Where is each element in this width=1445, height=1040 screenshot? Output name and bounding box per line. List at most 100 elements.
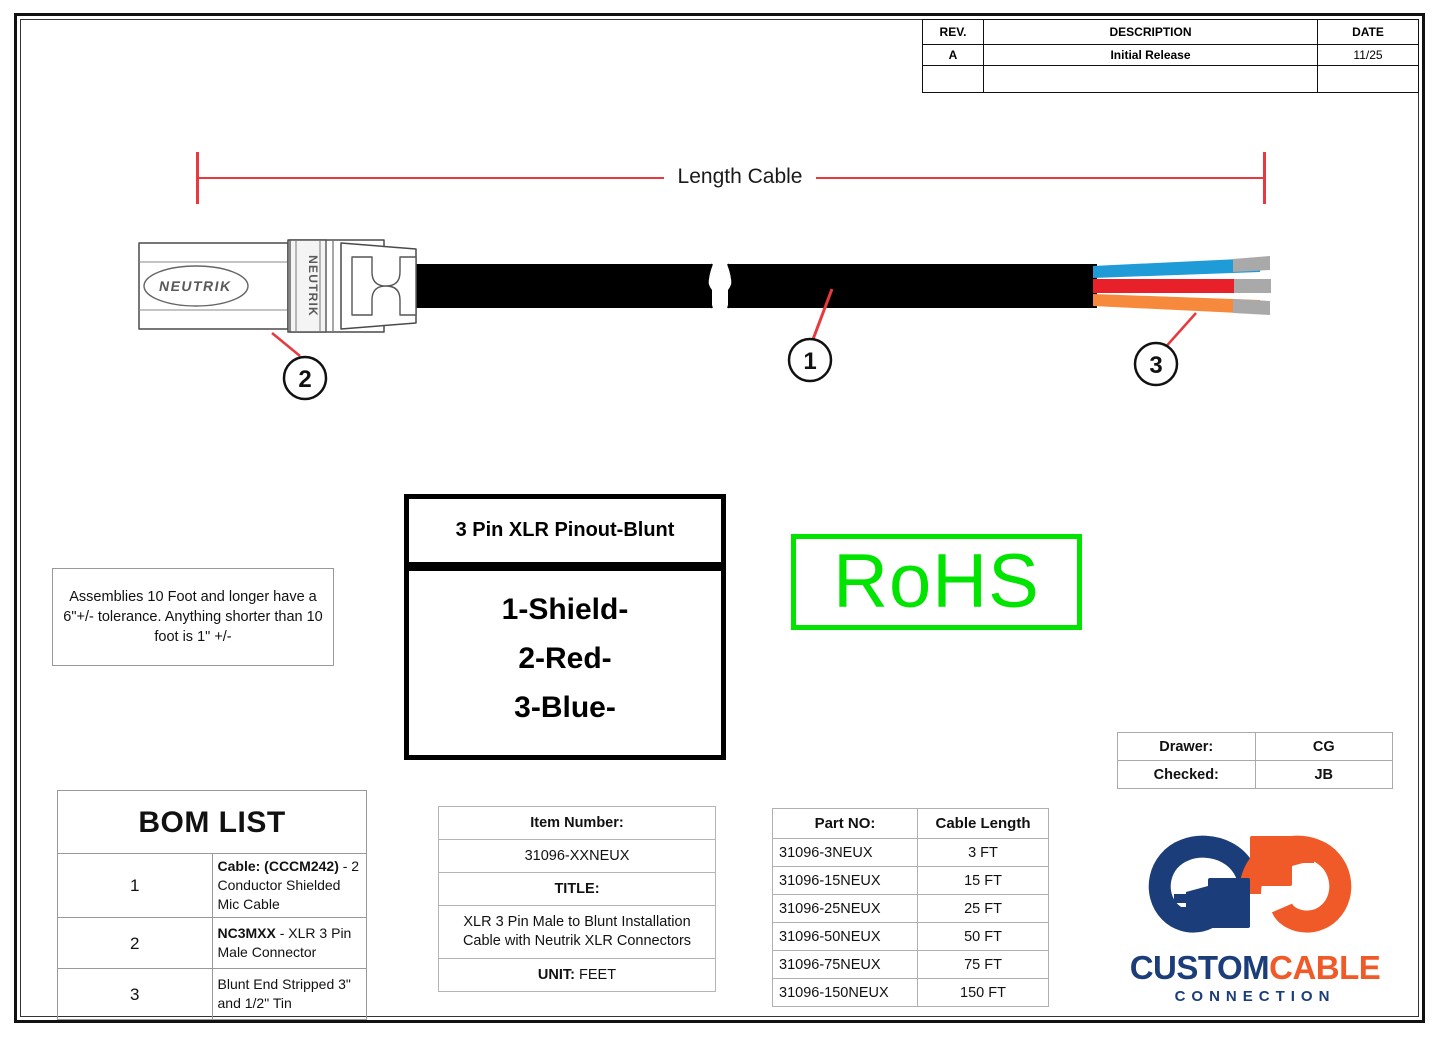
table-row: 1 Cable: (CCCM242) - 2 Conductor Shielde… — [57, 853, 367, 918]
checked-label: Checked: — [1117, 760, 1256, 789]
revision-header-rev: REV. — [922, 19, 984, 45]
dimension-label: Length Cable — [677, 165, 803, 188]
table-row: Checked: JB — [1117, 760, 1393, 789]
table-row: 3 Blunt End Stripped 3" and 1/2" Tin — [57, 968, 367, 1020]
table-row: 31096-15NEUX 15 FT — [772, 866, 1049, 895]
tolerance-note: Assemblies 10 Foot and longer have a 6"+… — [52, 568, 334, 666]
table-row: BOM LIST — [57, 790, 367, 854]
part-length-2: 25 FT — [917, 894, 1049, 923]
logo-plug-blue — [1174, 878, 1250, 928]
table-row: Part NO: Cable Length — [772, 808, 1049, 839]
sheet-border-outer — [14, 13, 1425, 1023]
logo-word-cable: CABLE — [1269, 949, 1381, 986]
pinout-line-2: 2-Red- — [518, 642, 612, 675]
rohs-badge: RoHS — [791, 534, 1082, 630]
wire-red-tip — [1234, 279, 1271, 293]
table-row: UNIT: FEET — [438, 958, 716, 992]
part-number-3: 31096-50NEUX — [772, 922, 918, 951]
signoff-table: Drawer: CG Checked: JB — [1117, 732, 1393, 789]
bom-index-1: 1 — [57, 853, 213, 918]
leader-line-3 — [1162, 312, 1197, 351]
table-row: 2 NC3MXX - XLR 3 Pin Male Connector — [57, 917, 367, 969]
logo-word-custom: CUSTOM — [1129, 949, 1270, 986]
bom-part-bold-1: Cable: (CCCM242) — [217, 858, 339, 874]
neutrik-oval-badge — [143, 265, 249, 307]
dimension-line-left — [198, 177, 664, 179]
logo-tagline: CONNECTION — [1174, 988, 1336, 1005]
logo-plug-orange — [1250, 836, 1314, 886]
part-length-1: 15 FT — [917, 866, 1049, 895]
part-number-0: 31096-3NEUX — [772, 838, 918, 867]
part-header-length: Cable Length — [917, 808, 1049, 839]
revision-cell-date-empty — [1317, 65, 1419, 93]
bom-index-2: 2 — [57, 917, 213, 969]
cable-break-symbol — [706, 263, 734, 309]
table-row: 31096-XXNEUX — [438, 839, 716, 873]
table-row: Drawer: CG — [1117, 732, 1393, 761]
neutrik-brand-text: NEUTRIK — [158, 278, 233, 294]
part-number-2: 31096-25NEUX — [772, 894, 918, 923]
revision-header-row: REV. DESCRIPTION DATE — [922, 19, 1419, 45]
length-dimension: Length Cable — [196, 152, 1266, 206]
bom-title: BOM LIST — [57, 790, 367, 854]
leader-line-1 — [810, 288, 834, 343]
balloon-callout-3: 3 — [1133, 341, 1179, 387]
pinout-line-1: 1-Shield- — [501, 593, 629, 626]
bom-part-bold-2: NC3MXX — [217, 925, 276, 941]
bom-description-1: Cable: (CCCM242) - 2 Conductor Shielded … — [211, 853, 367, 918]
table-row: 31096-25NEUX 25 FT — [772, 894, 1049, 923]
item-title-block: Item Number: 31096-XXNEUX TITLE: XLR 3 P… — [438, 806, 716, 992]
wire-red — [1093, 279, 1262, 293]
drawer-value: CG — [1254, 732, 1393, 761]
wire-shield-tip — [1233, 299, 1270, 315]
connector-latch-cutout — [351, 256, 417, 316]
part-length-3: 50 FT — [917, 922, 1049, 951]
logo-wordmark: CUSTOMCABLE — [1100, 950, 1410, 986]
part-length-0: 3 FT — [917, 838, 1049, 867]
revision-header-date: DATE — [1317, 19, 1419, 45]
table-row: 31096-3NEUX 3 FT — [772, 838, 1049, 867]
blunt-end-wires — [1093, 256, 1271, 315]
pinout-title: 3 Pin XLR Pinout-Blunt — [409, 499, 721, 571]
revision-table: REV. DESCRIPTION DATE A Initial Release … — [922, 19, 1419, 93]
unit-label: UNIT: — [537, 966, 575, 983]
svg-text:1: 1 — [803, 348, 816, 375]
part-number-4: 31096-75NEUX — [772, 950, 918, 979]
part-header-number: Part NO: — [772, 808, 918, 839]
bom-table: BOM LIST 1 Cable: (CCCM242) - 2 Conducto… — [57, 790, 367, 1020]
revision-cell-rev-empty — [922, 65, 984, 93]
part-length-5: 150 FT — [917, 978, 1049, 1007]
wire-blue-tip — [1233, 256, 1270, 272]
cable-jacket — [415, 264, 1097, 308]
dimension-tick-left — [196, 152, 199, 204]
part-number-1: 31096-15NEUX — [772, 866, 918, 895]
wire-blue — [1093, 258, 1260, 278]
table-row: TITLE: — [438, 872, 716, 906]
revision-header-description: DESCRIPTION — [983, 19, 1318, 45]
bom-part-rest-3: Blunt End Stripped 3" and 1/2" Tin — [217, 976, 351, 1011]
cable-assembly-drawing: NEUTRIK NEUTRIK 2 1 3 — [138, 239, 1271, 401]
balloon-callout-2: 2 — [282, 355, 328, 401]
balloon-callout-1: 1 — [787, 337, 833, 383]
drawer-label: Drawer: — [1117, 732, 1256, 761]
svg-text:3: 3 — [1149, 352, 1162, 379]
title-label: TITLE: — [438, 872, 716, 906]
unit-value: FEET — [579, 966, 617, 983]
table-row: A Initial Release 11/25 — [922, 44, 1419, 66]
bom-description-3: Blunt End Stripped 3" and 1/2" Tin — [211, 968, 367, 1020]
checked-value: JB — [1254, 760, 1393, 789]
sheet-border-inner — [20, 19, 1419, 1017]
table-row: 31096-50NEUX 50 FT — [772, 922, 1049, 951]
part-number-5: 31096-150NEUX — [772, 978, 918, 1007]
item-number-label: Item Number: — [438, 806, 716, 840]
table-row — [922, 65, 1419, 93]
dimension-tick-right — [1263, 152, 1266, 204]
bom-description-2: NC3MXX - XLR 3 Pin Male Connector — [211, 917, 367, 969]
svg-text:2: 2 — [298, 366, 311, 393]
bom-index-3: 3 — [57, 968, 213, 1020]
neutrik-collar-text: NEUTRIK — [306, 255, 320, 317]
table-row: 31096-150NEUX 150 FT — [772, 978, 1049, 1007]
bom-part-rest-1: - 2 Conductor Shielded Mic Cable — [217, 858, 360, 912]
table-row: Item Number: — [438, 806, 716, 840]
